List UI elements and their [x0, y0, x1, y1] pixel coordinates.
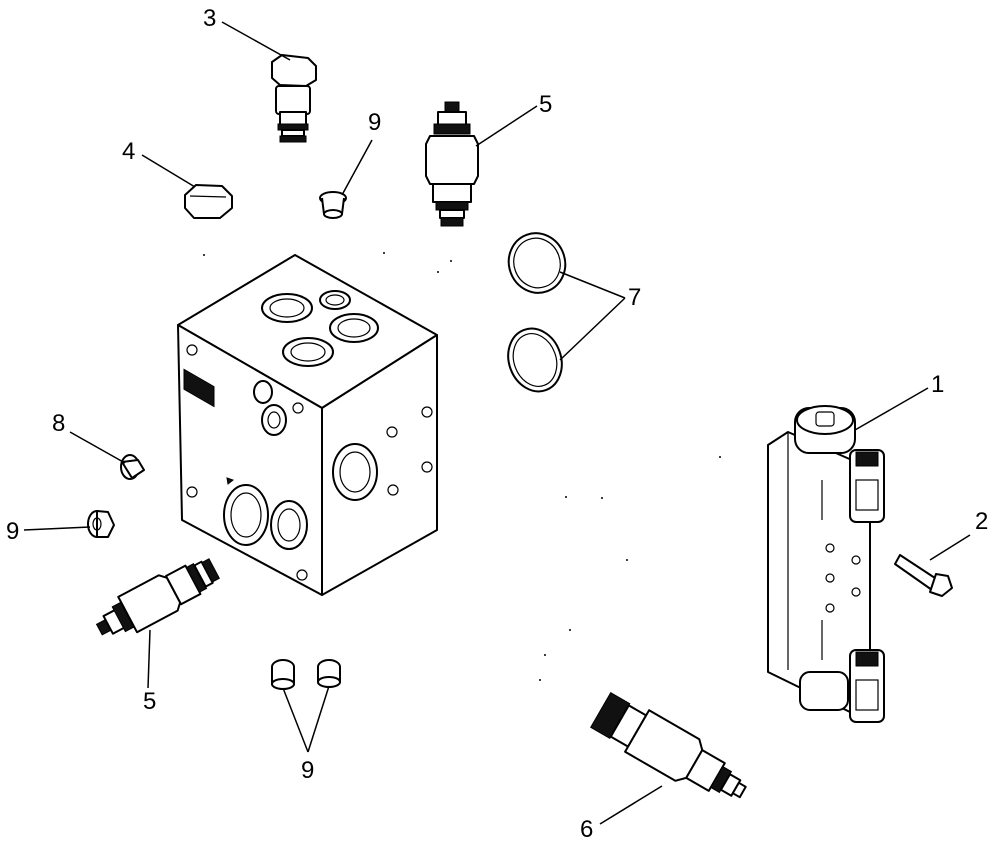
- callout-9-bottom: 9: [301, 757, 315, 784]
- callout-4: 4: [122, 138, 136, 165]
- valve-block: [177, 254, 438, 596]
- callout-7: 7: [628, 284, 642, 311]
- part-2-bolt: [894, 554, 953, 597]
- callout-9-top: 9: [368, 109, 382, 136]
- part-4-hex-plug: [184, 184, 233, 219]
- part-1-solenoid-valve: [767, 405, 885, 723]
- part-7-o-rings: [507, 232, 567, 393]
- part-9-plugs-bottom: [271, 659, 341, 690]
- callout-6: 6: [580, 816, 594, 843]
- part-3-cartridge: [271, 54, 317, 143]
- callout-1: 1: [931, 371, 945, 398]
- callout-8: 8: [52, 410, 66, 437]
- part-9-plug-top: [319, 191, 347, 219]
- callout-3: 3: [203, 5, 217, 32]
- callout-9-left: 9: [6, 518, 20, 545]
- callout-5-left: 5: [143, 688, 157, 715]
- leader-lines: [23, 21, 971, 825]
- callout-5-top: 5: [539, 91, 553, 118]
- stray-dots: [203, 252, 721, 681]
- part-8-plug: [120, 454, 145, 480]
- callout-2: 2: [975, 508, 989, 535]
- part-5-relief-valve-left: [95, 558, 220, 636]
- part-6-pressure-valve: [590, 691, 747, 799]
- part-9-plug-left: [87, 510, 115, 538]
- part-5-relief-valve-top: [425, 101, 479, 227]
